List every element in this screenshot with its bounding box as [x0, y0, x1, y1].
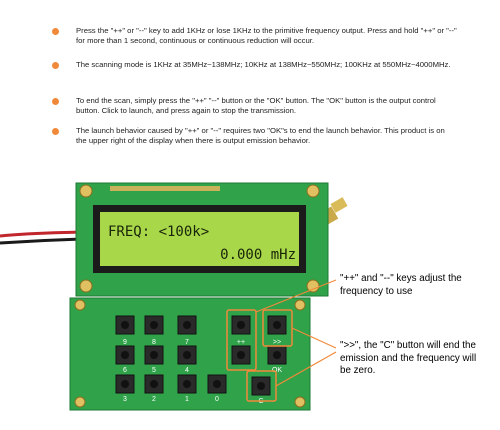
key-2[interactable]: 2 — [144, 374, 164, 403]
key-8[interactable]: 8 — [144, 315, 164, 346]
key-6[interactable]: 6 — [115, 345, 135, 374]
key-2-label: 2 — [152, 396, 156, 403]
function-keys: ++ >> -- OK C — [231, 315, 287, 405]
ok-key-label: OK — [272, 367, 282, 374]
key-3-label: 3 — [123, 396, 127, 403]
key-0-label: 0 — [215, 396, 219, 403]
plus-key[interactable]: ++ — [231, 315, 251, 346]
bullet-dot-icon — [52, 28, 59, 35]
bullet-dot-icon — [52, 98, 59, 105]
bullet-dot-icon — [52, 62, 59, 69]
lcd-screen — [100, 212, 299, 266]
instruction-item: The scanning mode is 1KHz at 35MHz~138MH… — [52, 60, 451, 70]
instruction-text: The launch behavior caused by "++" or "-… — [76, 126, 445, 146]
key-1-label: 1 — [185, 396, 189, 403]
key-7-label: 7 — [185, 339, 189, 346]
right-key-label: >> — [273, 339, 281, 346]
header-pins — [110, 186, 220, 191]
power-wires — [0, 230, 83, 245]
key-5[interactable]: 5 — [144, 345, 164, 374]
right-c-callout: ">>", the "C" button will end the emissi… — [340, 340, 477, 376]
key-0[interactable]: 0 — [207, 374, 227, 403]
instruction-text: To end the scan, simply press the "++" "… — [76, 96, 436, 116]
bullet-dot-icon — [52, 128, 59, 135]
instruction-text: The scanning mode is 1KHz at 35MHz~138MH… — [76, 60, 451, 69]
instruction-item: Press the "++" or "--" key to add 1KHz o… — [52, 26, 457, 47]
key-1[interactable]: 1 — [177, 374, 197, 403]
key-4-label: 4 — [185, 367, 189, 374]
key-7[interactable]: 7 — [177, 315, 197, 346]
ok-key[interactable]: OK — [267, 345, 287, 374]
plus-minus-callout: "++" and "--" keys adjust the frequency … — [340, 273, 462, 297]
key-8-label: 8 — [152, 339, 156, 346]
key-9[interactable]: 9 — [115, 315, 135, 346]
key-6-label: 6 — [123, 367, 127, 374]
plus-key-label: ++ — [237, 339, 245, 346]
lcd-line-2: 0.000 mHz — [220, 247, 296, 263]
instruction-text: Press the "++" or "--" key to add 1KHz o… — [76, 26, 457, 46]
numeric-keypad: 9 8 7 6 5 4 3 2 — [115, 315, 227, 403]
key-3[interactable]: 3 — [115, 374, 135, 403]
key-4[interactable]: 4 — [177, 345, 197, 374]
mounting-screws — [79, 184, 320, 293]
right-key[interactable]: >> — [267, 315, 287, 346]
plus-minus-highlight — [226, 309, 257, 371]
leader-lines — [255, 279, 337, 387]
lcd-line-1: FREQ: <100k> — [108, 224, 209, 240]
instruction-item: To end the scan, simply press the "++" "… — [52, 96, 457, 117]
instruction-item: The launch behavior caused by "++" or "-… — [52, 126, 457, 147]
key-9-label: 9 — [123, 339, 127, 346]
key-5-label: 5 — [152, 367, 156, 374]
mounting-screws — [74, 299, 306, 408]
